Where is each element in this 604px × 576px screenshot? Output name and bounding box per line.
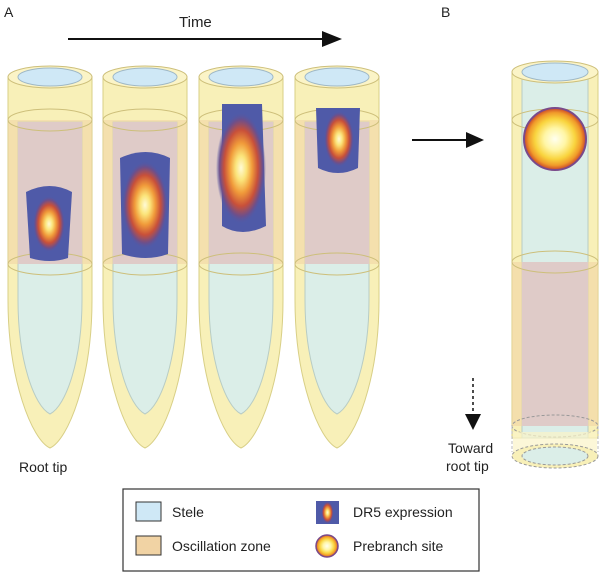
toward-label-line1: Toward: [448, 440, 493, 456]
panel-b-label: B: [441, 4, 450, 20]
legend-stele-label: Stele: [172, 504, 204, 520]
legend-prebranch-swatch: [315, 534, 339, 558]
legend-stele-swatch: [135, 501, 162, 522]
root-stage-1: [7, 65, 93, 449]
legend-oscillation-swatch: [135, 535, 162, 556]
toward-label-line2: root tip: [446, 458, 489, 474]
root-stage-3: [198, 65, 284, 449]
legend-oscillation-label: Oscillation zone: [172, 538, 271, 554]
legend-dr5-label: DR5 expression: [353, 504, 453, 520]
legend: Stele Oscillation zone DR5 expression Pr…: [122, 488, 480, 572]
root-tip-label: Root tip: [19, 459, 67, 475]
root-stage-2: [102, 65, 188, 449]
transition-arrowhead-icon: [466, 132, 484, 148]
legend-prebranch-label: Prebranch site: [353, 538, 443, 554]
toward-root-tip-arrowhead-icon: [465, 414, 481, 430]
time-arrowhead-icon: [322, 31, 342, 47]
root-prebranch: [511, 60, 599, 469]
panel-a-label: A: [4, 4, 14, 20]
time-label: Time: [179, 14, 212, 31]
prebranch-site: [523, 107, 587, 171]
root-stage-4: [294, 65, 380, 449]
